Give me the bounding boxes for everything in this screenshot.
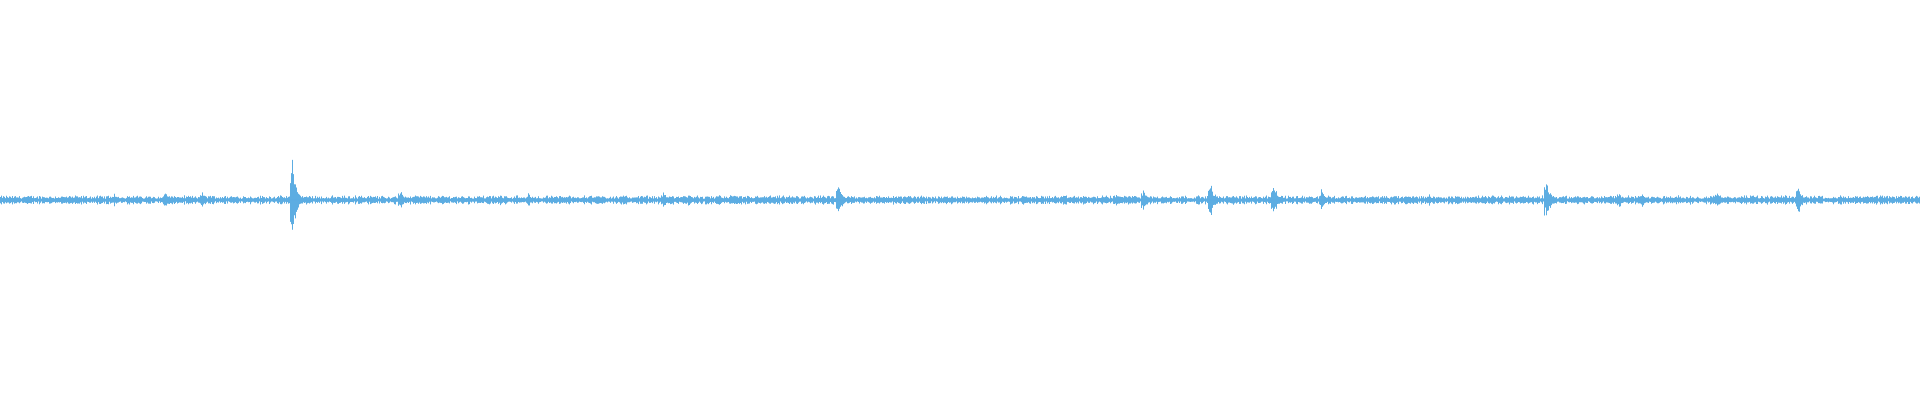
waveform-path [0,159,1920,230]
waveform-trace [0,159,1920,230]
